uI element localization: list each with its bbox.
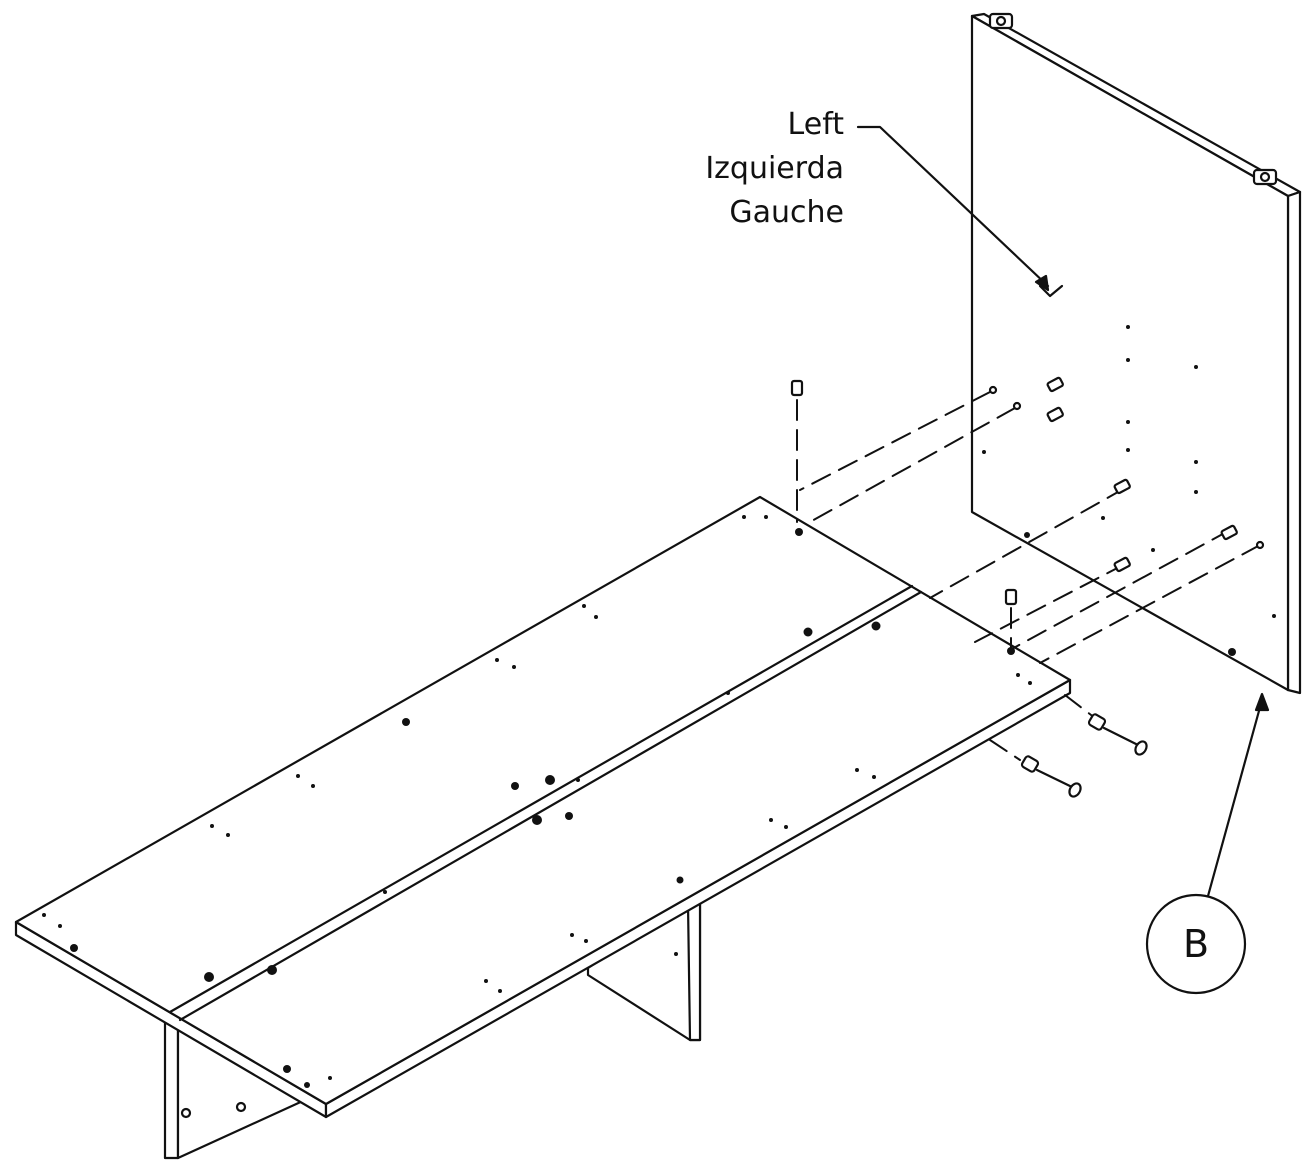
cam-screws bbox=[790, 379, 1018, 606]
side-label-spanish: Izquierda bbox=[705, 151, 844, 186]
callout-circle bbox=[1145, 893, 1247, 995]
bottom-board bbox=[14, 495, 1072, 1119]
predrilled-holes bbox=[42, 325, 1276, 1088]
wood-screws bbox=[1020, 713, 1148, 798]
side-label-english: Left bbox=[787, 107, 844, 142]
assembly-guide-lines bbox=[796, 391, 1261, 761]
leader-lines bbox=[856, 125, 1264, 898]
left-arrowhead bbox=[1034, 274, 1050, 292]
panel-fasteners bbox=[988, 376, 1265, 573]
part-callout-label: B bbox=[1182, 922, 1210, 966]
left-side-mark bbox=[1038, 284, 1064, 298]
side-panel-b bbox=[970, 12, 1302, 695]
side-label-french: Gauche bbox=[729, 195, 844, 230]
callout-arrowhead bbox=[1254, 692, 1270, 712]
